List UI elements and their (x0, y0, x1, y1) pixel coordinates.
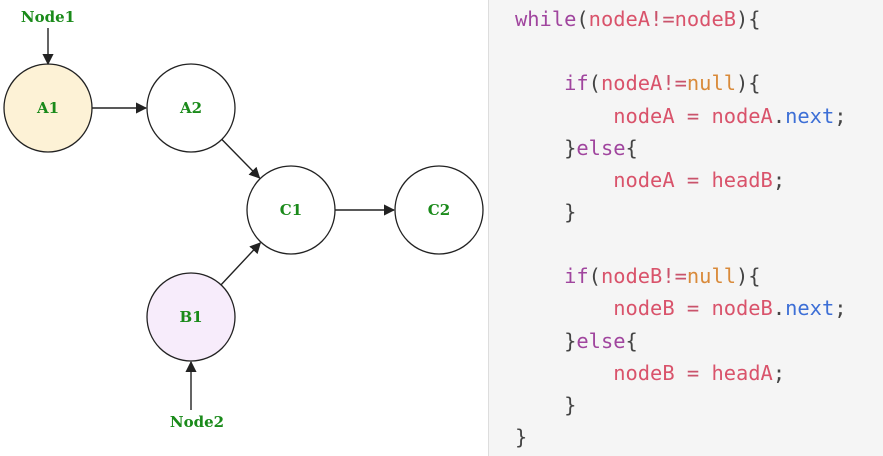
node-label: A2 (179, 99, 202, 117)
code-token: nodeB (613, 361, 675, 385)
node-a2: A2 (146, 63, 236, 153)
code-line: } (515, 425, 527, 449)
code-line: }else{ (515, 329, 638, 353)
code-line: nodeB = headA; (515, 361, 785, 385)
pointer-label: Node2 (170, 413, 224, 431)
code-token: ){ (736, 7, 761, 31)
code-token (515, 296, 613, 320)
code-token: = (686, 361, 700, 385)
code-token (515, 104, 613, 128)
code-token: nodeB (613, 296, 675, 320)
code-token: nodeA (588, 7, 651, 31)
node-a1: A1 (3, 63, 93, 153)
code-token: { (625, 329, 638, 353)
node-b1: B1 (146, 272, 236, 362)
code-token: } (515, 329, 577, 353)
node-circle (146, 63, 236, 153)
code-token: } (515, 393, 577, 417)
code-token: = (686, 296, 700, 320)
code-token (699, 104, 711, 128)
code-token: while (515, 7, 577, 31)
code-token: nodeA (613, 168, 675, 192)
code-token (699, 168, 711, 192)
code-token: . (772, 104, 786, 128)
code-line: } (515, 393, 576, 417)
code-token (675, 168, 687, 192)
code-token: nodeB (674, 7, 737, 31)
code-line: } (515, 200, 576, 224)
code-token: != (662, 71, 687, 95)
code-token: ( (588, 71, 601, 95)
code-token: { (625, 136, 638, 160)
code-token: . (772, 296, 786, 320)
code-token (515, 71, 564, 95)
node-label: C2 (428, 201, 450, 219)
node-circle (246, 165, 336, 255)
node-label: C1 (280, 201, 302, 219)
code-token (699, 361, 711, 385)
code-token (515, 264, 564, 288)
node-circle (394, 165, 484, 255)
code-line: nodeA = headB; (515, 168, 785, 192)
node-label: A1 (36, 99, 59, 117)
edge-a2-to-c1 (221, 138, 261, 179)
code-token: next (785, 296, 835, 320)
code-line: if(nodeB!=null){ (515, 264, 761, 288)
node-label: B1 (179, 308, 202, 326)
code-token: } (515, 200, 577, 224)
code-token: ( (588, 264, 601, 288)
pointer-node1: Node1 (21, 8, 75, 66)
code-token (675, 361, 687, 385)
code-token (515, 168, 613, 192)
code-line: nodeB = nodeB.next; (515, 296, 847, 320)
code-token: headB (711, 168, 773, 192)
code-token: ( (576, 7, 589, 31)
code-token: != (662, 264, 687, 288)
code-token: != (650, 7, 675, 31)
node-c2: C2 (394, 165, 484, 255)
code-token: ; (772, 168, 786, 192)
code-token: ){ (736, 264, 761, 288)
pointer-node2: Node2 (170, 360, 224, 431)
code-token: ; (834, 296, 847, 320)
code-line: if(nodeA!=null){ (515, 71, 761, 95)
code-token: if (564, 264, 589, 288)
code-line: while(nodeA!=nodeB){ (515, 7, 761, 31)
code-token: } (515, 425, 528, 449)
code-token: = (686, 168, 700, 192)
code-token (699, 296, 711, 320)
code-token: null (686, 71, 737, 95)
code-line: }else{ (515, 136, 638, 160)
code-panel: while(nodeA!=nodeB){ if(nodeA!=null){ no… (488, 0, 883, 456)
code-token: else (576, 329, 626, 353)
code-token: ; (834, 104, 847, 128)
code-token: } (515, 136, 577, 160)
code-token: ; (772, 361, 786, 385)
code-line: nodeA = nodeA.next; (515, 104, 847, 128)
edge-b1-to-c1 (220, 242, 262, 286)
node-c1: C1 (246, 165, 336, 255)
code-token (515, 361, 613, 385)
code-token: headA (711, 361, 773, 385)
code-token: nodeB (711, 296, 773, 320)
code-token (675, 104, 687, 128)
code-token: nodeA (600, 71, 663, 95)
code-token: if (564, 71, 589, 95)
code-token: = (686, 104, 700, 128)
code-token: else (576, 136, 626, 160)
code-token (675, 296, 687, 320)
code-token: ){ (736, 71, 761, 95)
code-token: next (785, 104, 835, 128)
code-token: nodeA (613, 104, 675, 128)
code-token: nodeB (600, 264, 663, 288)
code-token: nodeA (711, 104, 773, 128)
pointer-label: Node1 (21, 8, 75, 26)
code-token: null (686, 264, 737, 288)
